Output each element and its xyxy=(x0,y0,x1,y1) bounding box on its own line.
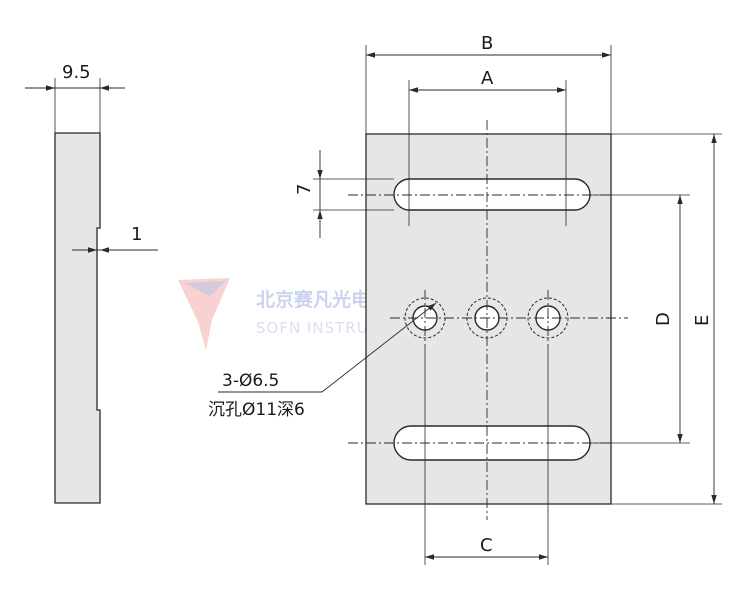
callout-leader xyxy=(321,302,437,393)
dimension-label-b: B xyxy=(481,33,493,54)
dimension-label-e: E xyxy=(692,315,713,326)
step-label: 1 xyxy=(131,224,142,245)
dimension-label-d: D xyxy=(653,312,674,326)
upper-slot xyxy=(393,178,591,211)
callout-counterbore-spec: 沉孔Ø11深6 xyxy=(208,400,305,420)
front-view xyxy=(348,120,628,520)
counterbore-right xyxy=(527,297,569,339)
dimension-label-c: C xyxy=(480,535,493,556)
side-view-profile xyxy=(54,132,101,504)
hole-callout: 3-Ø6.5 沉孔Ø11深6 xyxy=(208,302,437,420)
front-view-dimensions: B A 7 C D E xyxy=(294,33,722,565)
side-view: 9.5 1 xyxy=(25,62,158,504)
callout-hole-size: 3-Ø6.5 xyxy=(222,371,279,391)
thickness-label: 9.5 xyxy=(62,62,91,83)
dimension-label-a: A xyxy=(481,68,494,89)
slot-width-label: 7 xyxy=(294,184,315,195)
watermark-logo-icon xyxy=(178,278,230,350)
